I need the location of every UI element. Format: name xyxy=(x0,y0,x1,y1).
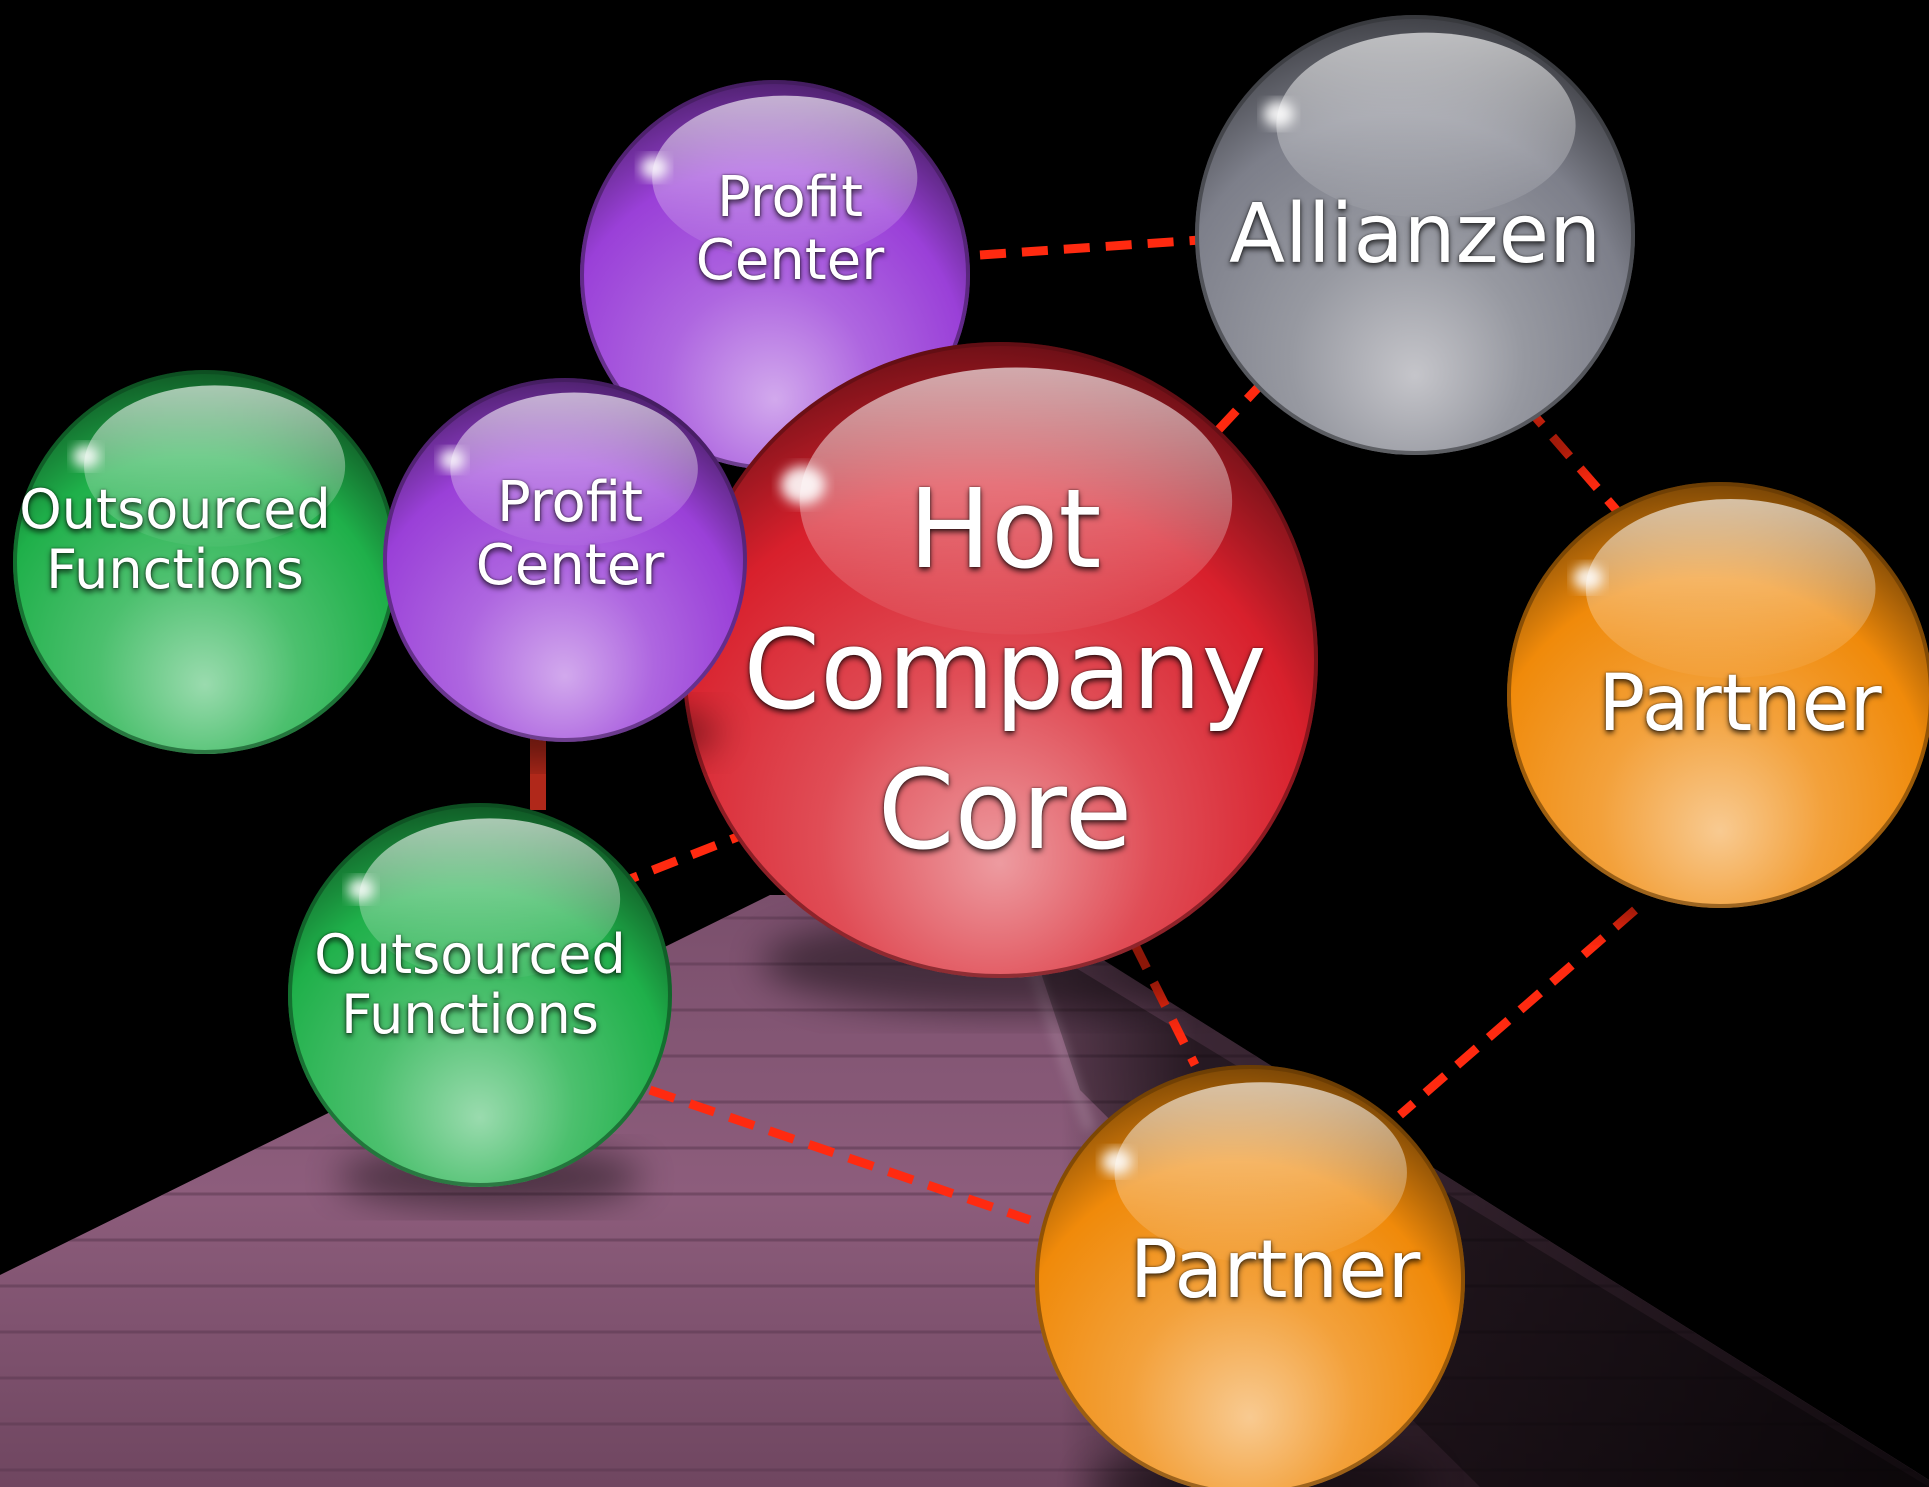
sphere-profit-mid xyxy=(383,378,747,763)
sphere-nodes xyxy=(13,15,1929,1487)
sphere-core xyxy=(682,342,1318,1013)
sphere-partner-bottom xyxy=(1035,1065,1465,1487)
sphere-out-bottom xyxy=(288,803,672,1209)
connector-core-to-out-bottom xyxy=(613,825,757,890)
connector-profit-top-to-allianzen xyxy=(979,235,1201,260)
sphere-out-left xyxy=(13,370,397,776)
connector-partner-right-to-partner-bottom xyxy=(1397,906,1638,1119)
connector-out-bottom-to-partner-bottom xyxy=(648,1085,1032,1225)
sphere-allianzen xyxy=(1195,15,1635,480)
sphere-partner-right xyxy=(1507,482,1929,932)
